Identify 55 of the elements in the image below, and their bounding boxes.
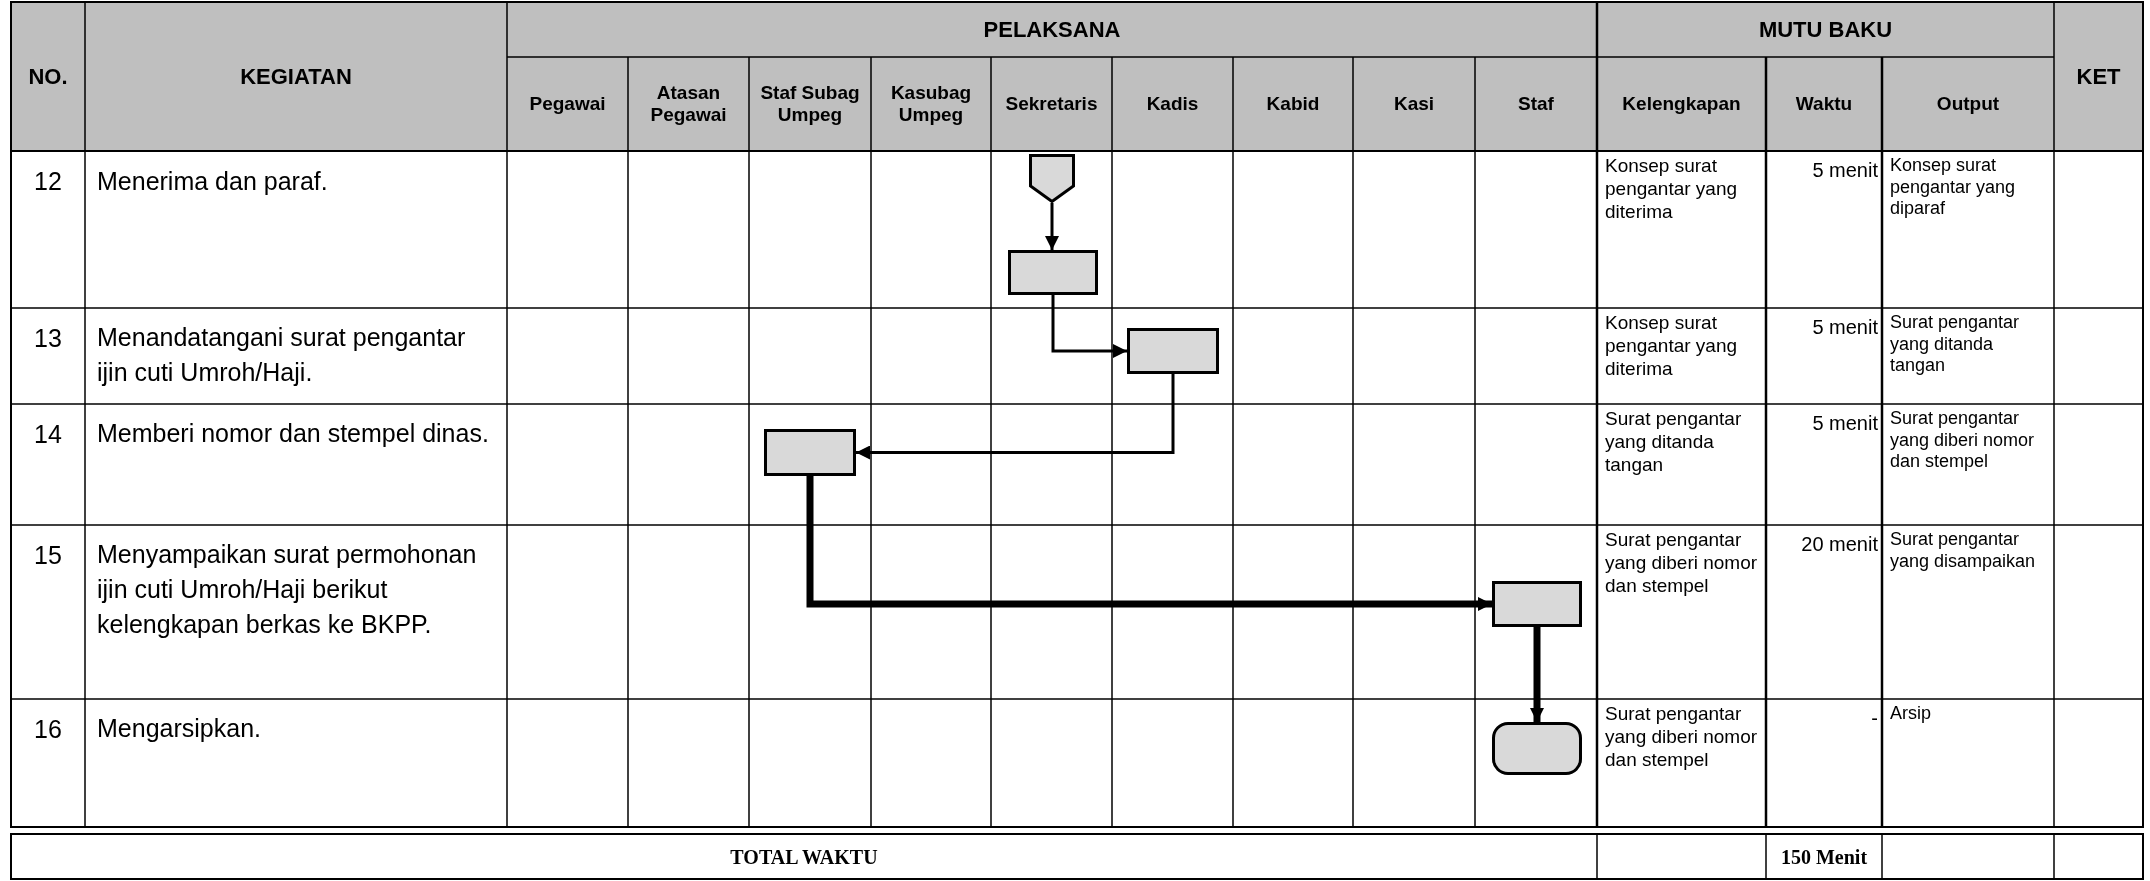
requirement-text: Surat pengantar yang ditanda tangan bbox=[1605, 408, 1743, 477]
total-text: 150 Menit bbox=[1780, 844, 1868, 870]
connector-arrow bbox=[856, 374, 1175, 460]
activity-text: Menandatangani surat pengantar ijin cuti Umroh/Haji. bbox=[97, 322, 467, 388]
column-header: Staf bbox=[1518, 93, 1554, 115]
activity-text: Menerima dan paraf. bbox=[97, 166, 328, 197]
time-value: 5 menit bbox=[1812, 158, 1878, 183]
column-header: Kadis bbox=[1146, 93, 1199, 115]
column-header: KEGIATAN bbox=[240, 63, 352, 91]
requirement-text: Konsep surat pengantar yang diterima bbox=[1605, 155, 1739, 224]
requirement-text: Surat pengantar yang diberi nomor dan stempel bbox=[1605, 703, 1758, 772]
process-box bbox=[1008, 250, 1098, 295]
off-page-connector bbox=[1029, 154, 1075, 203]
connector-arrow bbox=[1045, 203, 1059, 250]
row-number: 15 bbox=[34, 540, 62, 571]
process-box bbox=[764, 429, 856, 476]
column-header: Pegawai bbox=[529, 93, 606, 115]
column-header: Staf Subag Umpeg bbox=[759, 82, 861, 126]
process-box bbox=[1492, 581, 1582, 627]
row-number: 12 bbox=[34, 166, 62, 197]
terminator-shape bbox=[1492, 722, 1582, 775]
column-header: Output bbox=[1936, 93, 2000, 115]
column-header: Kasubag Umpeg bbox=[889, 82, 973, 126]
time-value: 5 menit bbox=[1812, 315, 1878, 340]
connector-arrow bbox=[1051, 295, 1127, 358]
total-text: TOTAL WAKTU bbox=[730, 844, 878, 870]
requirement-text: Surat pengantar yang diberi nomor dan stempel bbox=[1605, 529, 1758, 598]
column-header: Kasi bbox=[1393, 93, 1435, 115]
output-text: Konsep surat pengantar yang diparaf bbox=[1890, 155, 2017, 220]
activity-text: Mengarsipkan. bbox=[97, 713, 261, 744]
time-value: 20 menit bbox=[1801, 532, 1878, 557]
time-value: 5 menit bbox=[1812, 411, 1878, 436]
column-header: Atasan Pegawai bbox=[649, 82, 728, 126]
column-header: KET bbox=[2076, 63, 2121, 91]
time-value: - bbox=[1871, 706, 1878, 731]
output-text: Surat pengantar yang ditanda tangan bbox=[1890, 312, 2021, 377]
column-header: Waktu bbox=[1795, 93, 1853, 115]
requirement-text: Konsep surat pengantar yang diterima bbox=[1605, 312, 1739, 381]
row-number: 13 bbox=[34, 323, 62, 354]
process-box bbox=[1127, 328, 1219, 374]
connector-arrow bbox=[1530, 627, 1544, 722]
activity-text: Memberi nomor dan stempel dinas. bbox=[97, 418, 489, 449]
row-number: 16 bbox=[34, 714, 62, 745]
column-header: Sekretaris bbox=[1005, 93, 1098, 115]
row-number: 14 bbox=[34, 419, 62, 450]
column-header: MUTU BAKU bbox=[1758, 16, 1893, 44]
output-text: Arsip bbox=[1890, 703, 1931, 725]
connector-arrow bbox=[806, 476, 1492, 611]
output-text: Surat pengantar yang disampaikan bbox=[1890, 529, 2037, 573]
activity-text: Menyampaikan surat permohonan ijin cuti Umroh/Haji berikut kelengkapan berkas ke BKPP. bbox=[97, 539, 478, 640]
column-header: NO. bbox=[28, 63, 68, 91]
column-header: Kabid bbox=[1266, 93, 1320, 115]
column-header: Kelengkapan bbox=[1622, 93, 1741, 115]
column-header: PELAKSANA bbox=[983, 16, 1121, 44]
output-text: Surat pengantar yang diberi nomor dan stempel bbox=[1890, 408, 2036, 473]
